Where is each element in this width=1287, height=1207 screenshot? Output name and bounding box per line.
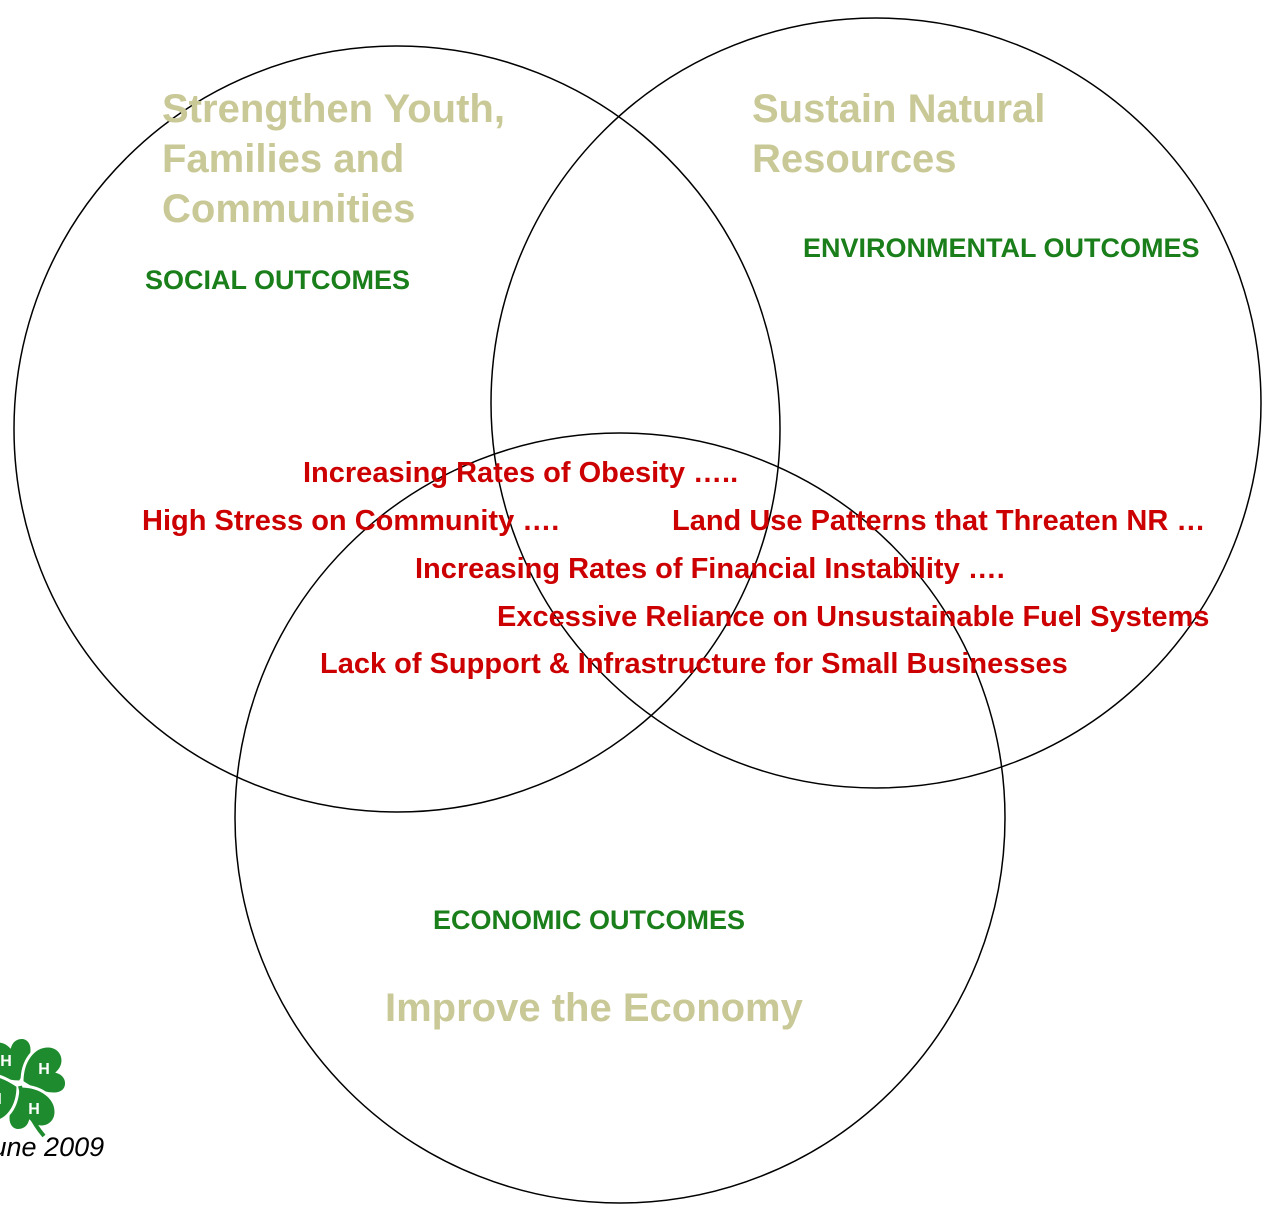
issue-community-stress: High Stress on Community ….	[142, 505, 560, 537]
footer-date: June 2009	[0, 1132, 105, 1162]
environmental-goal-title: Sustain Natural Resources	[752, 87, 1046, 181]
issue-fuel-systems: Excessive Reliance on Unsustainable Fuel…	[497, 601, 1210, 633]
4-h-clover-icon: H H H H	[0, 1036, 68, 1138]
issue-financial-instability: Increasing Rates of Financial Instabilit…	[415, 553, 1005, 585]
economic-goal-title: Improve the Economy	[385, 986, 803, 1030]
logo-letter: H	[0, 1091, 2, 1108]
social-circle	[13, 45, 781, 813]
issue-small-business: Lack of Support & Infrastructure for Sma…	[320, 648, 1068, 680]
logo-letter: H	[28, 1101, 40, 1118]
social-outcomes-label: SOCIAL OUTCOMES	[145, 265, 411, 295]
logo-letter: H	[0, 1053, 12, 1070]
environmental-outcomes-label: ENVIRONMENTAL OUTCOMES	[803, 233, 1200, 263]
social-goal-title: Strengthen Youth, Families and Communiti…	[162, 87, 505, 231]
logo-letter: H	[38, 1061, 50, 1078]
economic-circle	[234, 432, 1006, 1204]
issue-land-use: Land Use Patterns that Threaten NR …	[672, 505, 1206, 537]
issue-obesity: Increasing Rates of Obesity …..	[303, 457, 739, 489]
environmental-circle	[490, 17, 1262, 789]
economic-outcomes-label: ECONOMIC OUTCOMES	[433, 905, 746, 935]
